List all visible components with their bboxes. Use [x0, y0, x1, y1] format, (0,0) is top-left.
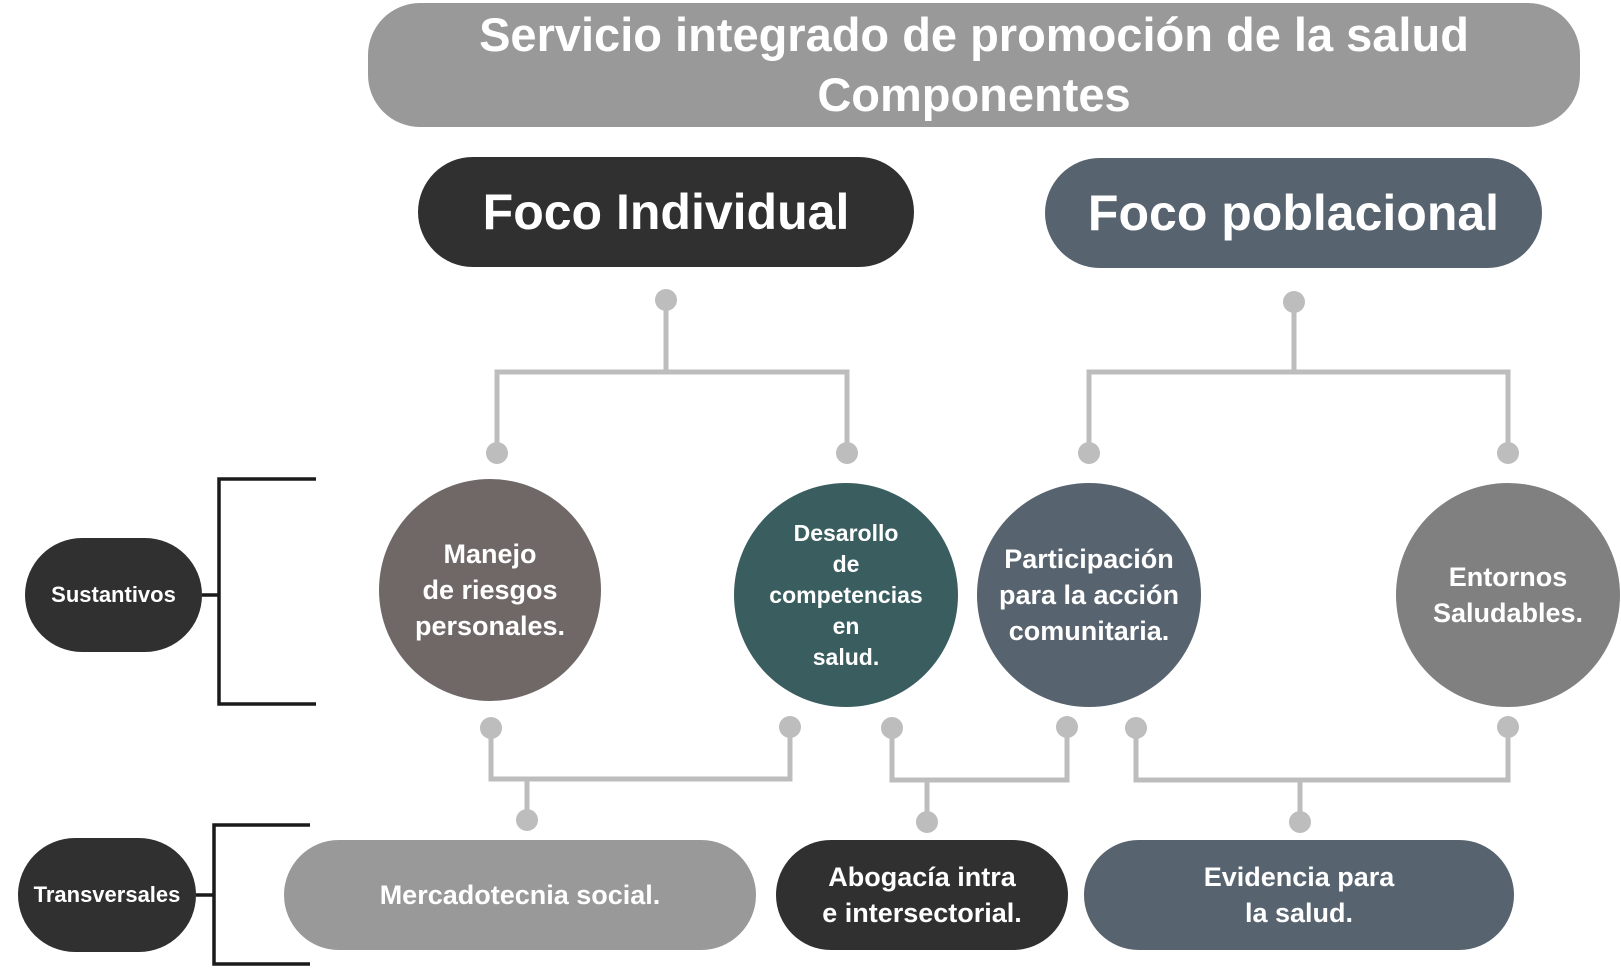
level-sustantivos: Sustantivos	[25, 538, 202, 652]
transversal-abogacia: Abogacía intra e intersectorial.	[776, 840, 1068, 950]
focus-poblacional: Foco poblacional	[1045, 158, 1542, 268]
focus-individual: Foco Individual	[418, 157, 914, 267]
component-desarrollo-competencias: Desarollo de competencias en salud.	[734, 483, 958, 707]
diagram-title: Servicio integrado de promoción de la sa…	[368, 3, 1580, 127]
transversal-mercadotecnia: Mercadotecnia social.	[284, 840, 756, 950]
title-line-1: Servicio integrado de promoción de la sa…	[479, 8, 1469, 61]
component-participacion-comunitaria: Participación para la acción comunitaria…	[977, 483, 1201, 707]
title-line-2: Componentes	[817, 68, 1131, 121]
level-transversales: Transversales	[18, 838, 196, 952]
component-entornos-saludables: Entornos Saludables.	[1396, 483, 1620, 707]
transversal-evidencia: Evidencia para la salud.	[1084, 840, 1514, 950]
component-manejo-riesgos: Manejo de riesgos personales.	[379, 479, 601, 701]
